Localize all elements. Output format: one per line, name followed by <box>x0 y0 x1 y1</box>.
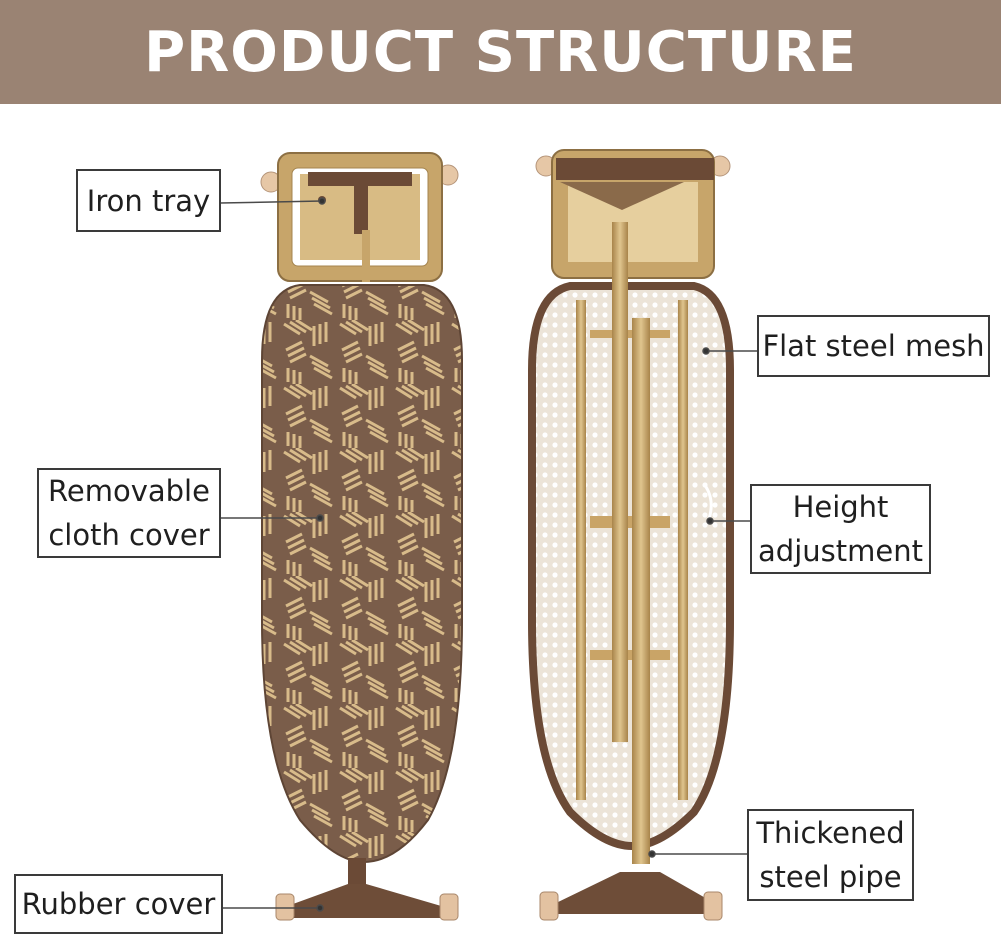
label-iron-tray: Iron tray <box>76 169 221 232</box>
label-height-line2: adjustment <box>758 534 923 568</box>
label-rubber-cover: Rubber cover <box>14 874 223 934</box>
removable-cloth-cover <box>261 284 463 864</box>
right-board <box>528 149 734 921</box>
height-adjustment-leg <box>612 222 628 742</box>
leader-lines <box>219 197 758 912</box>
left-board <box>260 152 463 921</box>
label-thickened-line1: Thickened <box>756 816 905 850</box>
flat-steel-mesh <box>528 282 734 851</box>
iron-tray-right <box>535 149 731 279</box>
title-banner: PRODUCT STRUCTURE <box>0 0 1001 104</box>
page-title: PRODUCT STRUCTURE <box>144 19 857 85</box>
label-thickened-steel-pipe: Thickened steel pipe <box>747 809 914 901</box>
label-removable-line2: cloth cover <box>48 518 210 552</box>
rubber-cover-right <box>539 872 723 921</box>
label-thickened-line2: steel pipe <box>759 860 902 894</box>
label-rubber-cover-text: Rubber cover <box>21 887 216 921</box>
label-removable-line1: Removable <box>48 474 210 508</box>
label-flat-steel-mesh-text: Flat steel mesh <box>762 329 985 363</box>
label-height-adjustment: Height adjustment <box>750 484 931 574</box>
iron-tray-left <box>260 152 459 282</box>
thickened-steel-pipe <box>632 318 650 864</box>
label-removable-cloth-cover: Removable cloth cover <box>37 468 221 558</box>
rubber-cover-left <box>275 858 459 921</box>
label-flat-steel-mesh: Flat steel mesh <box>757 315 990 377</box>
label-iron-tray-text: Iron tray <box>86 183 211 218</box>
label-height-line1: Height <box>792 490 889 524</box>
